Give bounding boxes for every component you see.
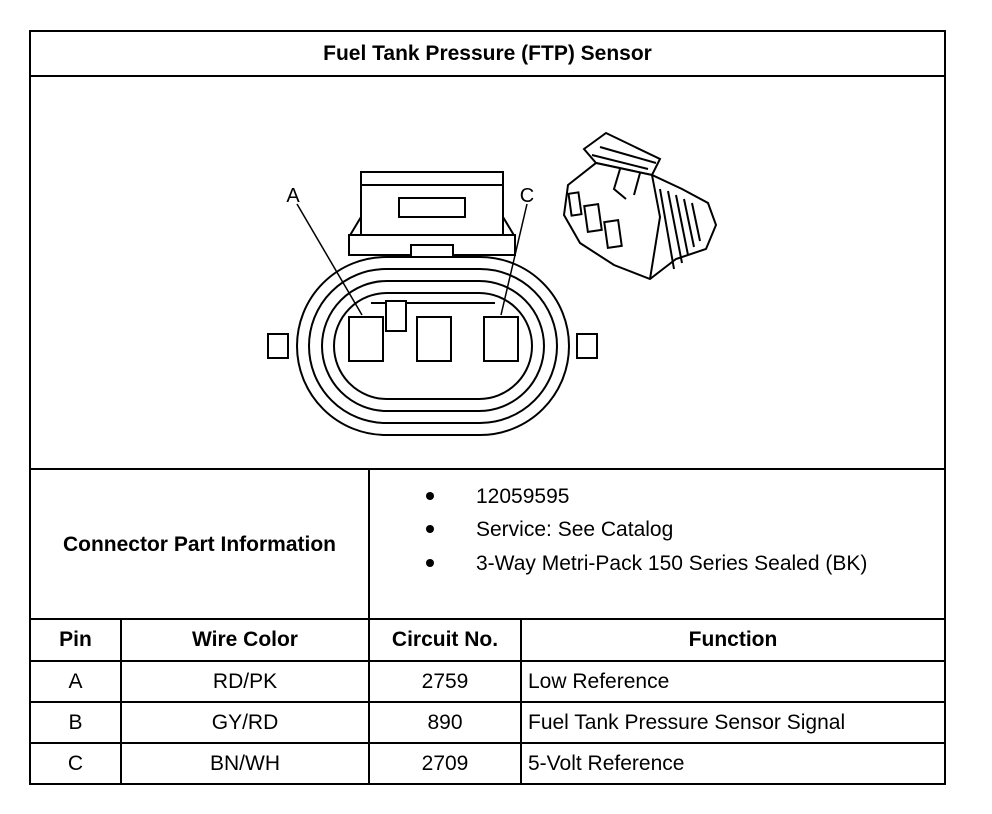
- cell-pin: B: [68, 710, 83, 734]
- cell-pin: C: [67, 751, 84, 775]
- connector-description: 3-Way Metri-Pack 150 Series Sealed (BK): [476, 552, 868, 575]
- divider: [31, 701, 944, 703]
- connector-latch: [348, 171, 516, 268]
- service-info: Service: See Catalog: [476, 518, 674, 541]
- cell-circuit: 2709: [421, 751, 469, 775]
- connector-diagram: A C: [31, 77, 944, 468]
- cell-wire-color: BN/WH: [210, 751, 280, 775]
- connector-body: [267, 256, 598, 436]
- leader-line-c: [500, 203, 528, 316]
- pin-label-a: A: [286, 185, 300, 207]
- cell-function: Fuel Tank Pressure Sensor Signal: [528, 710, 846, 734]
- connector-iso-view: [562, 131, 718, 281]
- pin-label-c: C: [520, 185, 534, 207]
- cell-function: Low Reference: [528, 669, 670, 693]
- divider: [31, 742, 944, 744]
- divider: [31, 75, 944, 77]
- divider: [368, 470, 370, 620]
- bullet-icon: [426, 525, 434, 533]
- header-wire-color: Wire Color: [192, 628, 298, 651]
- cell-function: 5-Volt Reference: [528, 751, 685, 775]
- connector-diagram-svg: A C: [267, 131, 718, 436]
- part-number: 12059595: [476, 485, 570, 508]
- connector-part-info-list: 12059595 Service: See Catalog 3-Way Metr…: [370, 472, 944, 618]
- connector-part-info-label: Connector Part Information: [62, 533, 336, 556]
- pin-cavity-c: [483, 316, 519, 362]
- bullet-icon: [426, 559, 434, 567]
- pin-cavity-b: [416, 316, 452, 362]
- cell-wire-color: GY/RD: [211, 710, 279, 734]
- pin-cavity-a: [348, 316, 384, 362]
- divider: [31, 618, 944, 620]
- polarization-key: [385, 300, 407, 332]
- cell-pin: A: [68, 669, 83, 693]
- cell-wire-color: RD/PK: [212, 669, 278, 693]
- divider: [31, 468, 944, 470]
- sheet-title: Fuel Tank Pressure (FTP) Sensor: [323, 41, 652, 65]
- bullet-icon: [426, 492, 434, 500]
- leader-line-a: [296, 203, 363, 316]
- header-circuit: Circuit No.: [391, 628, 499, 651]
- pin-cavities: [348, 300, 519, 362]
- cell-circuit: 890: [427, 710, 463, 734]
- header-function: Function: [688, 628, 778, 651]
- cell-circuit: 2759: [421, 669, 469, 693]
- header-pin: Pin: [59, 628, 92, 651]
- divider: [31, 660, 944, 662]
- connector-sheet: Fuel Tank Pressure (FTP) Sensor: [29, 30, 946, 785]
